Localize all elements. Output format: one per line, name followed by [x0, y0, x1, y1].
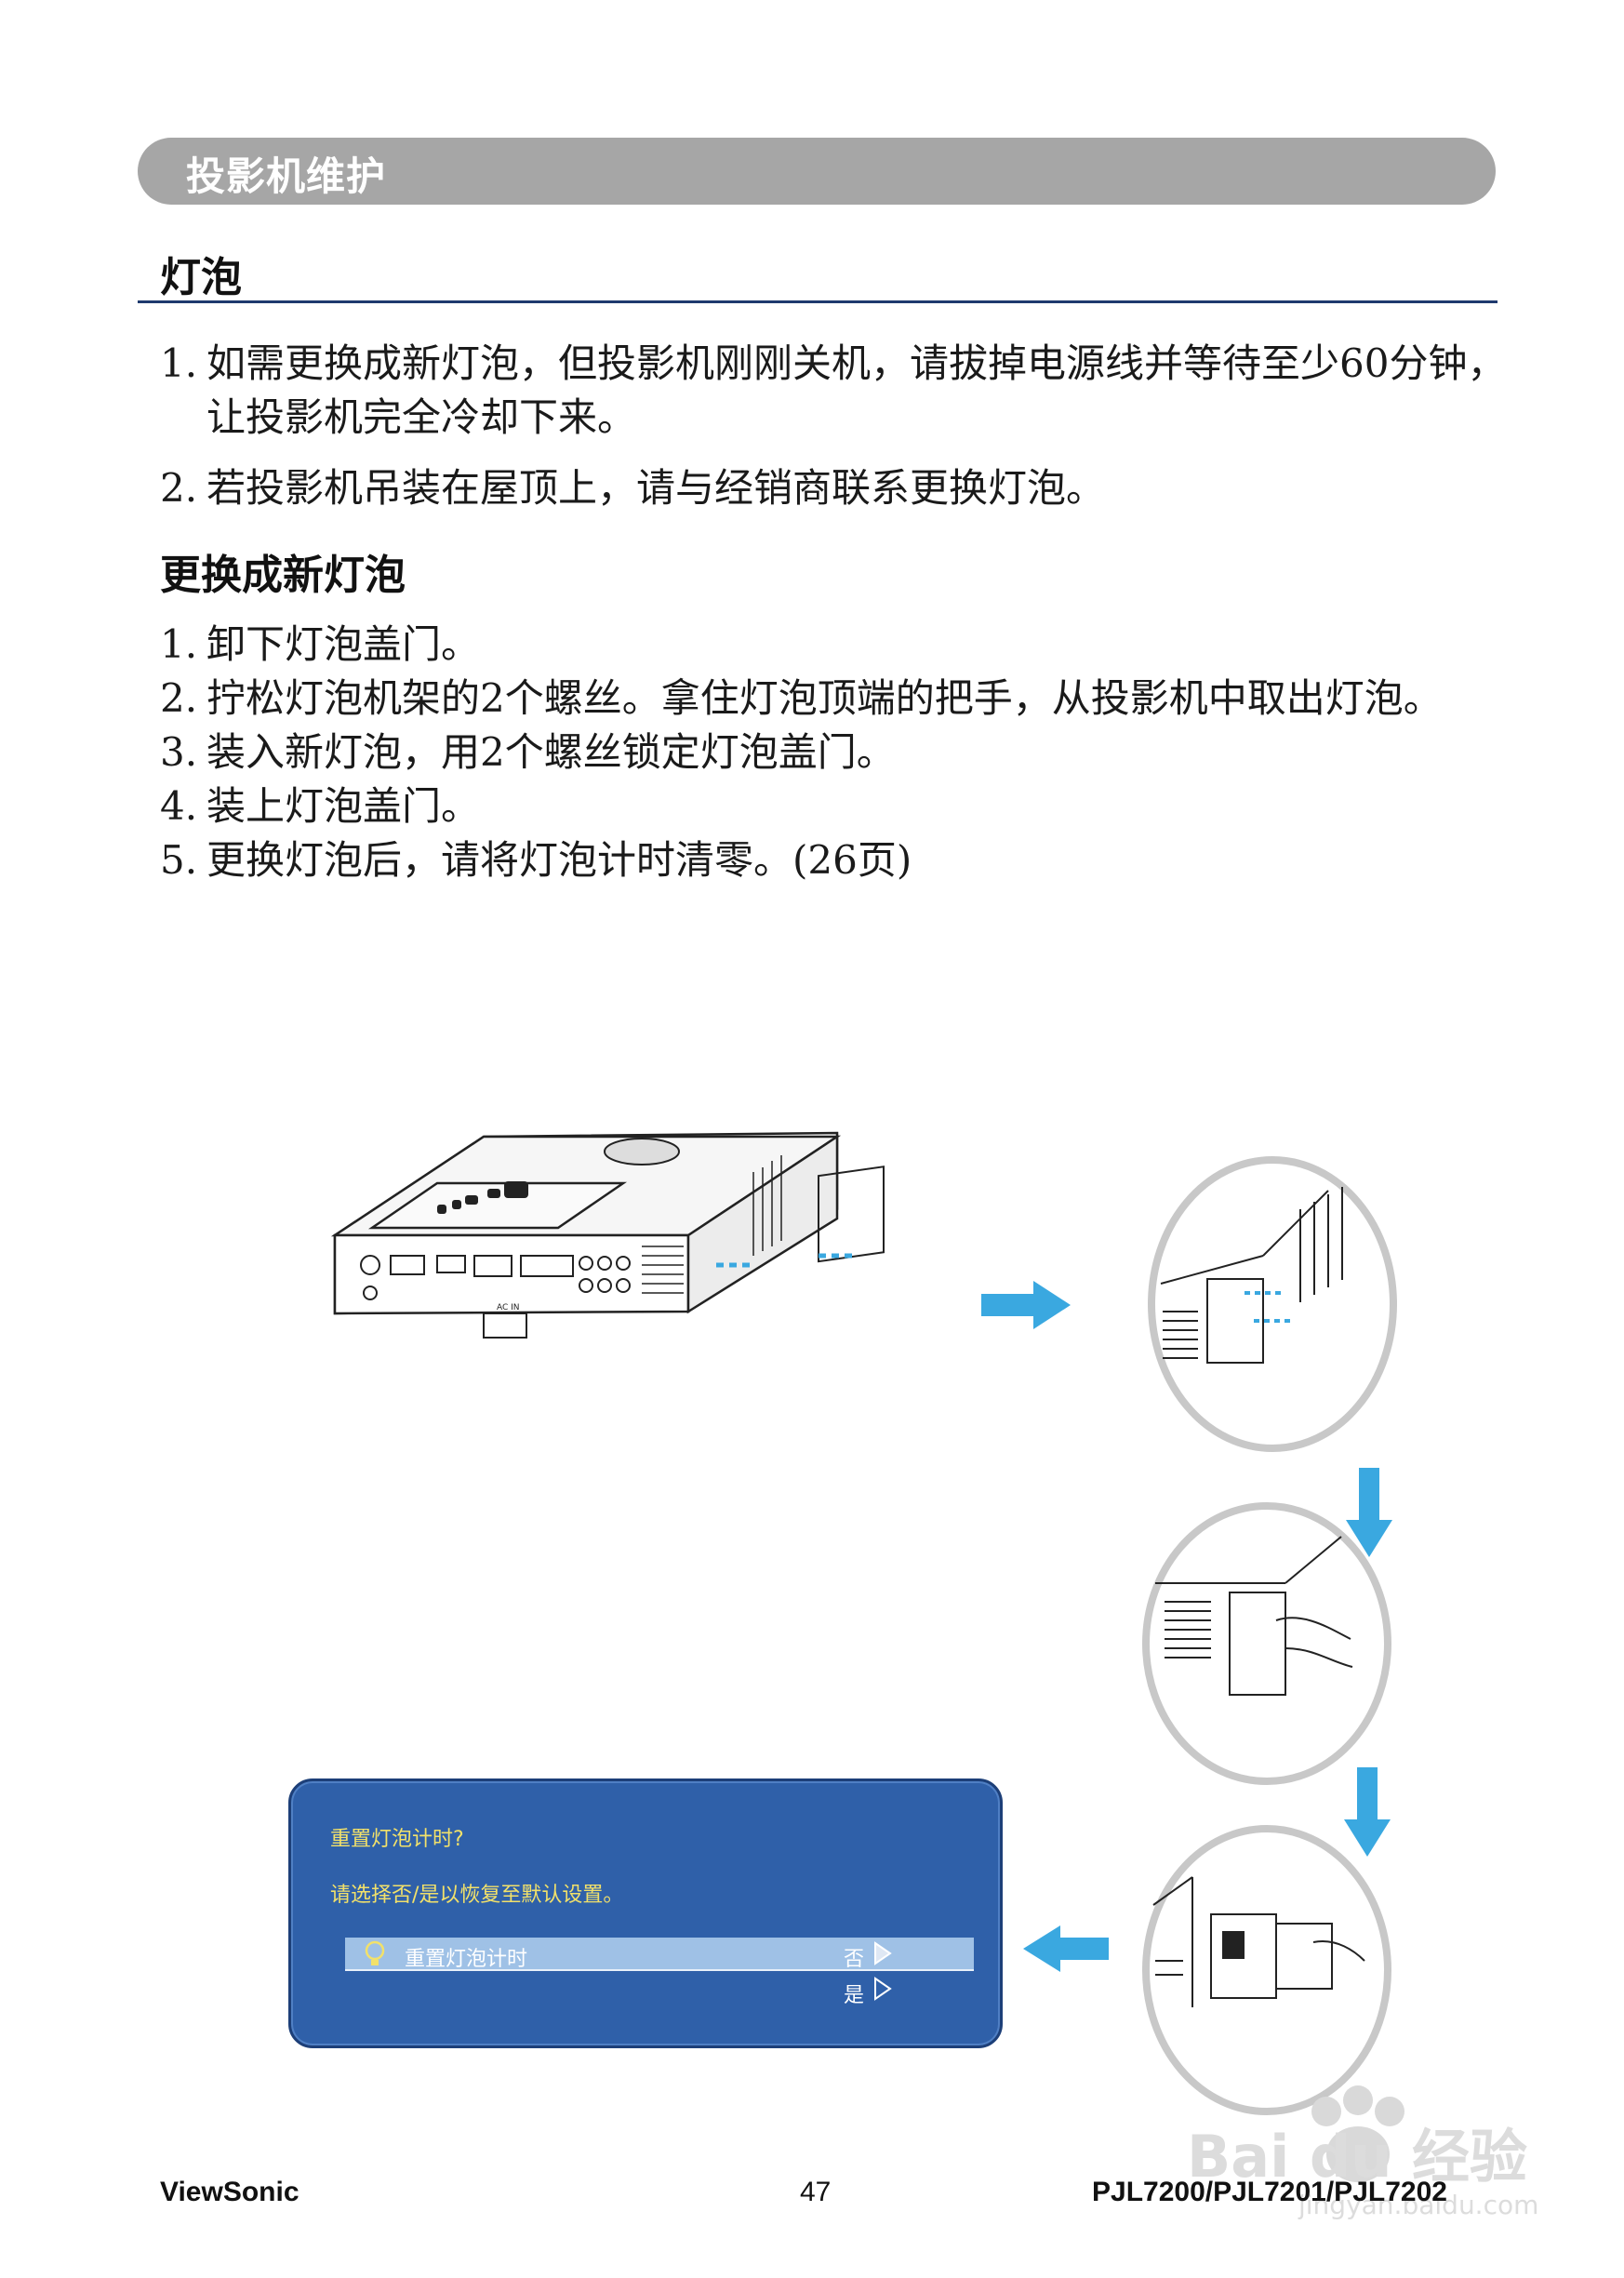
heading-lamp: 灯泡: [160, 254, 242, 301]
item-text: 卸下灯泡盖门。: [206, 621, 481, 667]
item-number: 1.: [160, 621, 198, 667]
item-text: 装入新灯泡，用2个螺丝锁定灯泡盖门。: [206, 729, 896, 775]
lamp-notes-list: 1. 如需更换成新灯泡，但投影机刚刚关机，请拔掉电源线并等待至少60分钟，让投影…: [160, 337, 1509, 515]
item-number: 4.: [160, 783, 198, 829]
heading-replace-lamp: 更换成新灯泡: [160, 552, 406, 599]
arrow-down-icon: [1346, 1468, 1392, 1557]
item-text: 若投影机吊装在屋顶上，请与经销商联系更换灯泡。: [206, 465, 1106, 511]
detail-circle-1: [1148, 1156, 1397, 1452]
item-text: 拧松灯泡机架的2个螺丝。拿住灯泡顶端的把手，从投影机中取出灯泡。: [206, 675, 1443, 721]
item-text: 装上灯泡盖门。: [206, 783, 481, 829]
item-text: 更换灯泡后，请将灯泡计时清零。(26页): [206, 837, 912, 883]
section-header-bar: 投影机维护: [138, 138, 1496, 205]
section-title: 投影机维护: [186, 153, 387, 199]
footer-model: PJL7200/PJL7201/PJL7202: [1092, 2177, 1447, 2207]
arrow-down-icon: [1344, 1767, 1391, 1857]
projector-illustration: AC IN: [330, 1131, 885, 1339]
item-number: 2.: [160, 675, 198, 721]
option-yes-button[interactable]: [873, 1977, 892, 2001]
row-label: 重置灯泡计时: [405, 1948, 528, 1971]
list-item: 5. 更换灯泡后，请将灯泡计时清零。(26页): [160, 833, 1509, 887]
option-no-label: 否: [844, 1948, 865, 1971]
list-item: 3. 装入新灯泡，用2个螺丝锁定灯泡盖门。: [160, 726, 1509, 779]
lightbulb-icon: [365, 1940, 385, 1965]
ac-in-label: AC IN: [497, 1303, 520, 1312]
list-item: 1. 卸下灯泡盖门。: [160, 618, 1509, 672]
list-item: 2. 拧松灯泡机架的2个螺丝。拿住灯泡顶端的把手，从投影机中取出灯泡。: [160, 672, 1509, 726]
arrow-left-icon: [1023, 1925, 1109, 1972]
item-number: 2.: [160, 465, 198, 511]
page-number: 47: [800, 2177, 832, 2207]
reset-lamp-timer-dialog: 重置灯泡计时? 请选择否/是以恢复至默认设置。 重置灯泡计时 否 是: [288, 1778, 1003, 2048]
reset-lamp-timer-row[interactable]: 重置灯泡计时 否: [345, 1938, 974, 1971]
arrow-right-icon: [981, 1281, 1071, 1329]
heading-divider: [138, 300, 1498, 303]
dialog-prompt: 请选择否/是以恢复至默认设置。: [330, 1884, 624, 1907]
item-number: 1.: [160, 340, 198, 386]
detail-circle-2: [1142, 1502, 1391, 1785]
baidu-watermark: Bai du 经验 jingyan.baidu.com: [1187, 2085, 1538, 2220]
watermark-url: jingyan.baidu.com: [1298, 2190, 1538, 2220]
dialog-title: 重置灯泡计时?: [330, 1828, 464, 1851]
list-item: 1. 如需更换成新灯泡，但投影机刚刚关机，请拔掉电源线并等待至少60分钟，让投影…: [160, 337, 1509, 445]
list-item: 4. 装上灯泡盖门。: [160, 779, 1509, 833]
item-text: 如需更换成新灯泡，但投影机刚刚关机，请拔掉电源线并等待至少60分钟，让投影机完全…: [206, 340, 1507, 440]
list-item: 2. 若投影机吊装在屋顶上，请与经销商联系更换灯泡。: [160, 461, 1509, 515]
watermark-brand: Bai du 经验: [1187, 2123, 1527, 2191]
option-yes-label: 是: [844, 1984, 865, 2007]
item-number: 3.: [160, 729, 198, 775]
option-no-button[interactable]: [873, 1941, 892, 1965]
replace-steps-list: 1. 卸下灯泡盖门。 2. 拧松灯泡机架的2个螺丝。拿住灯泡顶端的把手，从投影机…: [160, 618, 1509, 887]
item-number: 5.: [160, 837, 198, 883]
detail-circle-3: [1142, 1825, 1391, 2115]
footer-brand: ViewSonic: [160, 2177, 300, 2207]
